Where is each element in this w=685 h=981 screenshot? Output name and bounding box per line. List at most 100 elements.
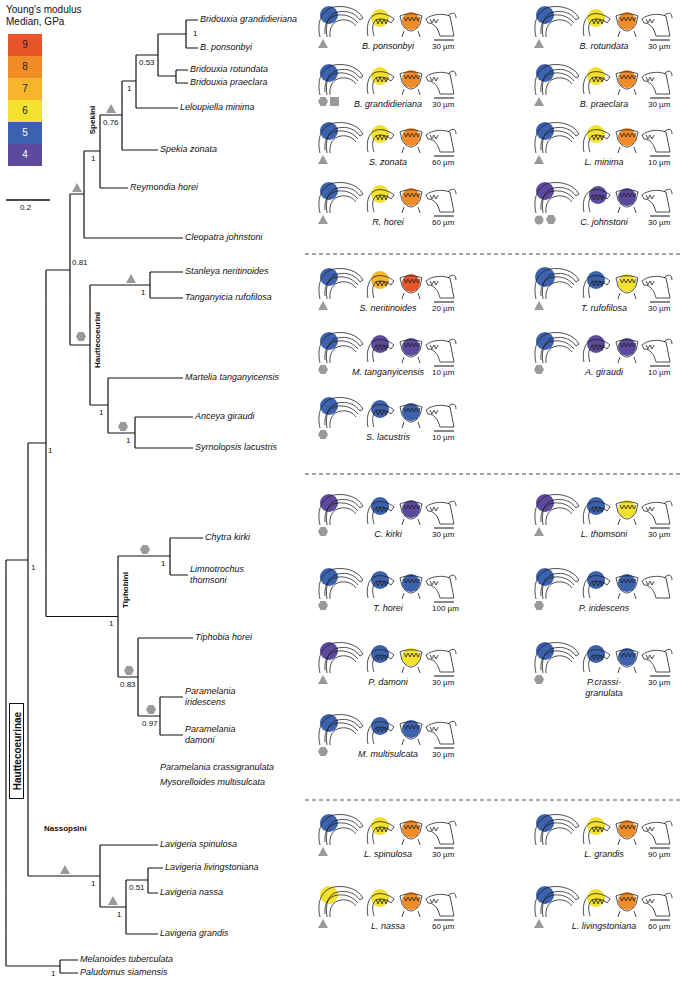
species-name: Lavigeria spinulosa — [160, 839, 237, 850]
species-label: M. tanganyicensis — [352, 367, 424, 378]
species-name: Paludomus siamensis — [80, 967, 168, 978]
species-name: Reymondia horei — [130, 182, 198, 193]
clade-name: Hauttecoeurini — [93, 312, 102, 368]
scale-bar-label: 10 µm — [432, 368, 454, 378]
scale-bar-value: 0.2 — [20, 203, 31, 212]
species-label: M. multisulcata — [358, 749, 418, 760]
scale-bar-label: 30 µm — [648, 42, 670, 52]
scale-bar-label: 10 µm — [648, 158, 670, 168]
support-value: 0.97 — [142, 719, 158, 728]
species-label: T. horei — [373, 603, 403, 614]
scale-bar-label: 30 µm — [432, 850, 454, 860]
support-value: 0.83 — [120, 680, 136, 689]
species-label: B. praeclara — [580, 99, 629, 110]
scale-bar-label: 90 µm — [648, 850, 670, 860]
support-value: 1 — [99, 408, 103, 417]
species-label: C. johnstoni — [580, 217, 628, 228]
species-name: Limnotrochus thomsoni — [190, 564, 252, 586]
scale-bar-label: 30 µm — [648, 218, 670, 228]
scale-bar-label: 30 µm — [648, 100, 670, 110]
support-value: 1 — [193, 29, 197, 38]
support-value: 1 — [109, 619, 113, 628]
species-name: Paramelania damoni — [185, 724, 245, 746]
scale-value: 9 — [8, 39, 42, 51]
scale-bar-label: 60 µm — [432, 922, 454, 932]
support-value: 0.53 — [139, 58, 155, 67]
support-value: 1 — [141, 288, 145, 297]
radula-panels — [318, 6, 672, 928]
scale-bar-label: 30 µm — [648, 678, 670, 688]
species-label: S. lacustris — [366, 432, 410, 443]
support-value: 1 — [51, 969, 55, 978]
species-name: Mysorelloides multisulcata — [160, 777, 265, 788]
species-name: Melanoides tuberculata — [80, 954, 173, 965]
support-value: 1 — [31, 563, 35, 572]
color-swatch: 5 — [8, 122, 42, 144]
scale-bar-label: 10 µm — [432, 433, 454, 443]
species-label: L. livingstoniana — [572, 921, 637, 932]
color-swatch: 7 — [8, 78, 42, 100]
scale-value: 7 — [8, 83, 42, 95]
species-name: B. ponsonbyi — [200, 42, 252, 53]
species-name: Tanganyicia rufofilosa — [185, 292, 272, 303]
species-name: Bridouxia rotundata — [190, 64, 268, 75]
species-label: T. rufofilosa — [581, 303, 627, 314]
species-label: L. nassa — [371, 921, 405, 932]
color-swatch: 4 — [8, 144, 42, 166]
species-label: S. neritinoides — [359, 303, 416, 314]
habitat-symbols — [60, 104, 156, 905]
species-name: Lavigeria nassa — [160, 887, 223, 898]
scale-value: 4 — [8, 149, 42, 161]
species-name: Paramelania iridescens — [185, 686, 245, 708]
legend-title: Young's modulus Median, GPa — [6, 4, 88, 28]
support-value: 1 — [91, 879, 95, 888]
clade-box: Hauttecoeurinae — [9, 703, 24, 799]
color-swatch: 6 — [8, 100, 42, 122]
support-value: 1 — [161, 559, 165, 568]
color-swatch: 8 — [8, 56, 42, 78]
scale-value: 6 — [8, 105, 42, 117]
species-label: A. giraudi — [585, 367, 623, 378]
species-name: Leloupiella minima — [180, 102, 255, 113]
clade-name: Nassopsini — [44, 824, 87, 833]
species-name: Bridouxia praeclara — [190, 77, 268, 88]
scale-bar-label: 30 µm — [432, 42, 454, 52]
species-name: Paramelania crassigranulata — [160, 762, 274, 773]
clade-name: Spekini — [88, 106, 97, 134]
species-label: L. spinulosa — [364, 849, 412, 860]
support-value: 1 — [91, 154, 95, 163]
scale-bar-label: 30 µm — [648, 530, 670, 540]
support-value: 0.51 — [129, 883, 145, 892]
species-label: P. iridescens — [579, 603, 629, 614]
scale-value: 8 — [8, 61, 42, 73]
species-label: R. horei — [372, 217, 404, 228]
support-value: 1 — [48, 446, 52, 455]
species-label: B. grandidieriana — [354, 99, 422, 110]
scale-bar-label: 60 µm — [432, 218, 454, 228]
clade-name: Hauttecoeurinae — [11, 712, 22, 790]
species-name: Stanleya neritinoides — [185, 266, 269, 277]
species-label: C. kirki — [374, 529, 402, 540]
support-value: 0.81 — [72, 258, 88, 267]
species-label: L. thomsoni — [581, 529, 628, 540]
support-value: 1 — [127, 84, 131, 93]
species-name: Bridouxia grandidieriana — [200, 14, 297, 25]
species-label: L. minima — [584, 157, 623, 168]
species-name: Syrnolopsis lacustris — [195, 442, 277, 453]
species-name: Lavigeria livingstoniana — [165, 862, 259, 873]
species-name: Cleopatra johnstoni — [185, 232, 263, 243]
scale-bar-label: 30 µm — [432, 678, 454, 688]
color-swatch: 9 — [8, 34, 42, 56]
species-label: B. rotundata — [579, 41, 628, 52]
scale-bar-label: 30 µm — [432, 100, 454, 110]
phylogenetic-tree — [6, 20, 203, 973]
species-name: Lavigeria grandis — [160, 928, 229, 939]
species-label: P. damoni — [368, 677, 407, 688]
scale-bar-label: 30 µm — [432, 530, 454, 540]
scale-bar-label: 10 µm — [648, 368, 670, 378]
scale-bar-label: 20 µm — [432, 304, 454, 314]
species-label: P.crassi- granulata — [581, 677, 627, 699]
support-value: 1 — [126, 436, 130, 445]
species-label: B. ponsonbyi — [362, 41, 414, 52]
